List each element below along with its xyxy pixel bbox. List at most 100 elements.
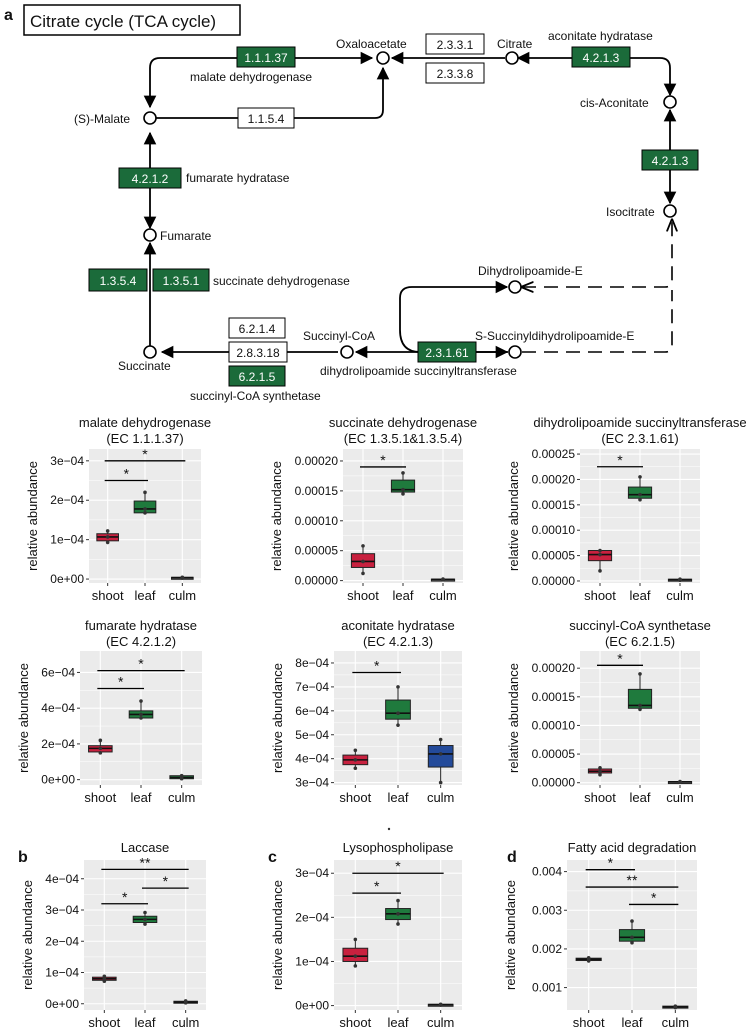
data-point [598, 769, 602, 774]
data-point [678, 779, 682, 784]
chart-2: 0.000000.000050.000100.000150.00020shoot… [269, 415, 477, 603]
y-axis-label: relative abundance [506, 663, 521, 773]
panel-letter-d: d [507, 849, 517, 866]
chart-title: fumarate hydratase [85, 618, 197, 633]
data-point [598, 766, 602, 770]
enzyme-scs: succinyl-CoA synthetase [190, 389, 321, 403]
y-tick-label: 3e−04 [295, 866, 329, 880]
data-point [396, 912, 400, 916]
data-point [98, 751, 103, 755]
ec-1-1-1-37: 1.1.1.37 [244, 51, 288, 65]
y-axis-label: relative abundance [270, 880, 285, 990]
y-tick-label: 0.00000 [295, 574, 339, 588]
ec-2-3-3-1: 2.3.3.1 [437, 38, 474, 52]
label-succinate: Succinate [118, 359, 171, 373]
significance-label: * [138, 656, 144, 672]
label-dihydrolipoamide: Dihydrolipoamide-E [478, 264, 583, 278]
label-malate: (S)-Malate [74, 112, 130, 126]
enzyme-fum: fumarate hydratase [186, 171, 290, 185]
y-tick-label: 3e−04 [45, 903, 79, 917]
y-axis-label: relative abundance [25, 461, 40, 571]
chart-3: 0.000000.000050.000100.000150.000200.000… [506, 415, 747, 603]
box-leaf [627, 486, 653, 499]
pathway-title-box [23, 4, 241, 36]
data-point [143, 910, 147, 915]
data-point [401, 487, 405, 492]
data-point [401, 471, 405, 475]
x-tick-label: leaf [393, 588, 414, 603]
compound-succinyl-coa [340, 345, 354, 359]
ec-6-2-1-4: 6.2.1.4 [239, 322, 276, 336]
compound-oxaloacetate [376, 51, 390, 65]
y-tick-label: 0.00005 [532, 549, 576, 563]
ec-1-1-5-4: 1.1.5.4 [248, 112, 285, 126]
data-point [678, 577, 682, 581]
chart-subtitle: (EC 6.2.1.5) [605, 634, 675, 649]
y-tick-label: 4e−04 [41, 701, 75, 715]
x-tick-label: culm [169, 588, 196, 603]
x-tick-label: culm [427, 790, 454, 805]
data-point [396, 685, 400, 689]
y-tick-label: 0.00010 [532, 523, 576, 537]
data-point [638, 707, 642, 712]
y-tick-label: 2e−04 [295, 910, 329, 924]
y-tick-label: 6e−04 [41, 665, 75, 679]
x-tick-label: shoot [339, 1015, 371, 1030]
chart-title: Lysophospholipase [343, 840, 454, 855]
chart-title: dihydrolipoamide succinyltransferase [533, 415, 746, 430]
data-point [353, 937, 358, 942]
data-point [353, 964, 358, 968]
data-point [438, 1002, 443, 1007]
significance-label: ** [140, 854, 151, 870]
box-leaf [385, 699, 411, 720]
data-point [143, 490, 147, 495]
data-point [638, 703, 642, 708]
data-point [630, 940, 634, 945]
chart-subtitle: (EC 4.2.1.2) [106, 634, 176, 649]
panel-letter-b: b [18, 849, 28, 866]
y-tick-label: 0.00005 [532, 747, 576, 761]
y-tick-label: 0.00015 [532, 498, 576, 512]
compound-malate [143, 111, 157, 125]
data-point [102, 974, 107, 979]
data-point [630, 935, 634, 940]
significance-label: * [617, 452, 623, 468]
data-point [598, 552, 602, 557]
compound-citrate [505, 51, 519, 65]
data-point [638, 497, 642, 502]
chart-title: aconitate hydratase [341, 618, 454, 633]
y-tick-label: 6e−04 [295, 704, 329, 718]
panel-letter-c: c [268, 849, 277, 866]
pathway-title: Citrate cycle (TCA cycle) [30, 12, 216, 31]
data-point [180, 575, 185, 580]
y-tick-label: 0e+00 [41, 773, 75, 787]
ec-boxes: 1.1.1.37 1.1.5.4 2.3.3.1 2.3.3.8 4.2.1.3… [88, 33, 699, 387]
data-point [598, 548, 602, 553]
y-tick-label: 3e−04 [50, 454, 84, 468]
data-point [353, 758, 358, 762]
data-point [105, 535, 110, 539]
chart-title: succinate dehydrogenase [329, 415, 477, 430]
chart-subtitle: (EC 1.3.5.1&1.3.5.4) [344, 431, 463, 446]
y-tick-label: 2e−04 [50, 493, 84, 507]
y-tick-label: 0.00000 [532, 776, 576, 790]
y-tick-label: 0e+00 [45, 997, 79, 1011]
data-point [586, 956, 591, 960]
data-point [139, 716, 143, 720]
data-point [396, 723, 400, 727]
data-point [105, 529, 110, 533]
x-tick-label: culm [429, 588, 456, 603]
data-point [143, 917, 147, 922]
data-point [638, 672, 642, 676]
ec-4-2-1-2: 4.2.1.2 [132, 172, 169, 186]
x-tick-label: culm [666, 790, 693, 805]
data-point [179, 773, 184, 778]
label-succinyl-coa: Succinyl-CoA [303, 329, 375, 343]
y-tick-label: 0.00000 [532, 574, 576, 588]
data-point [598, 772, 602, 777]
y-axis-label: relative abundance [20, 880, 35, 990]
y-tick-label: 0e+00 [50, 572, 84, 586]
